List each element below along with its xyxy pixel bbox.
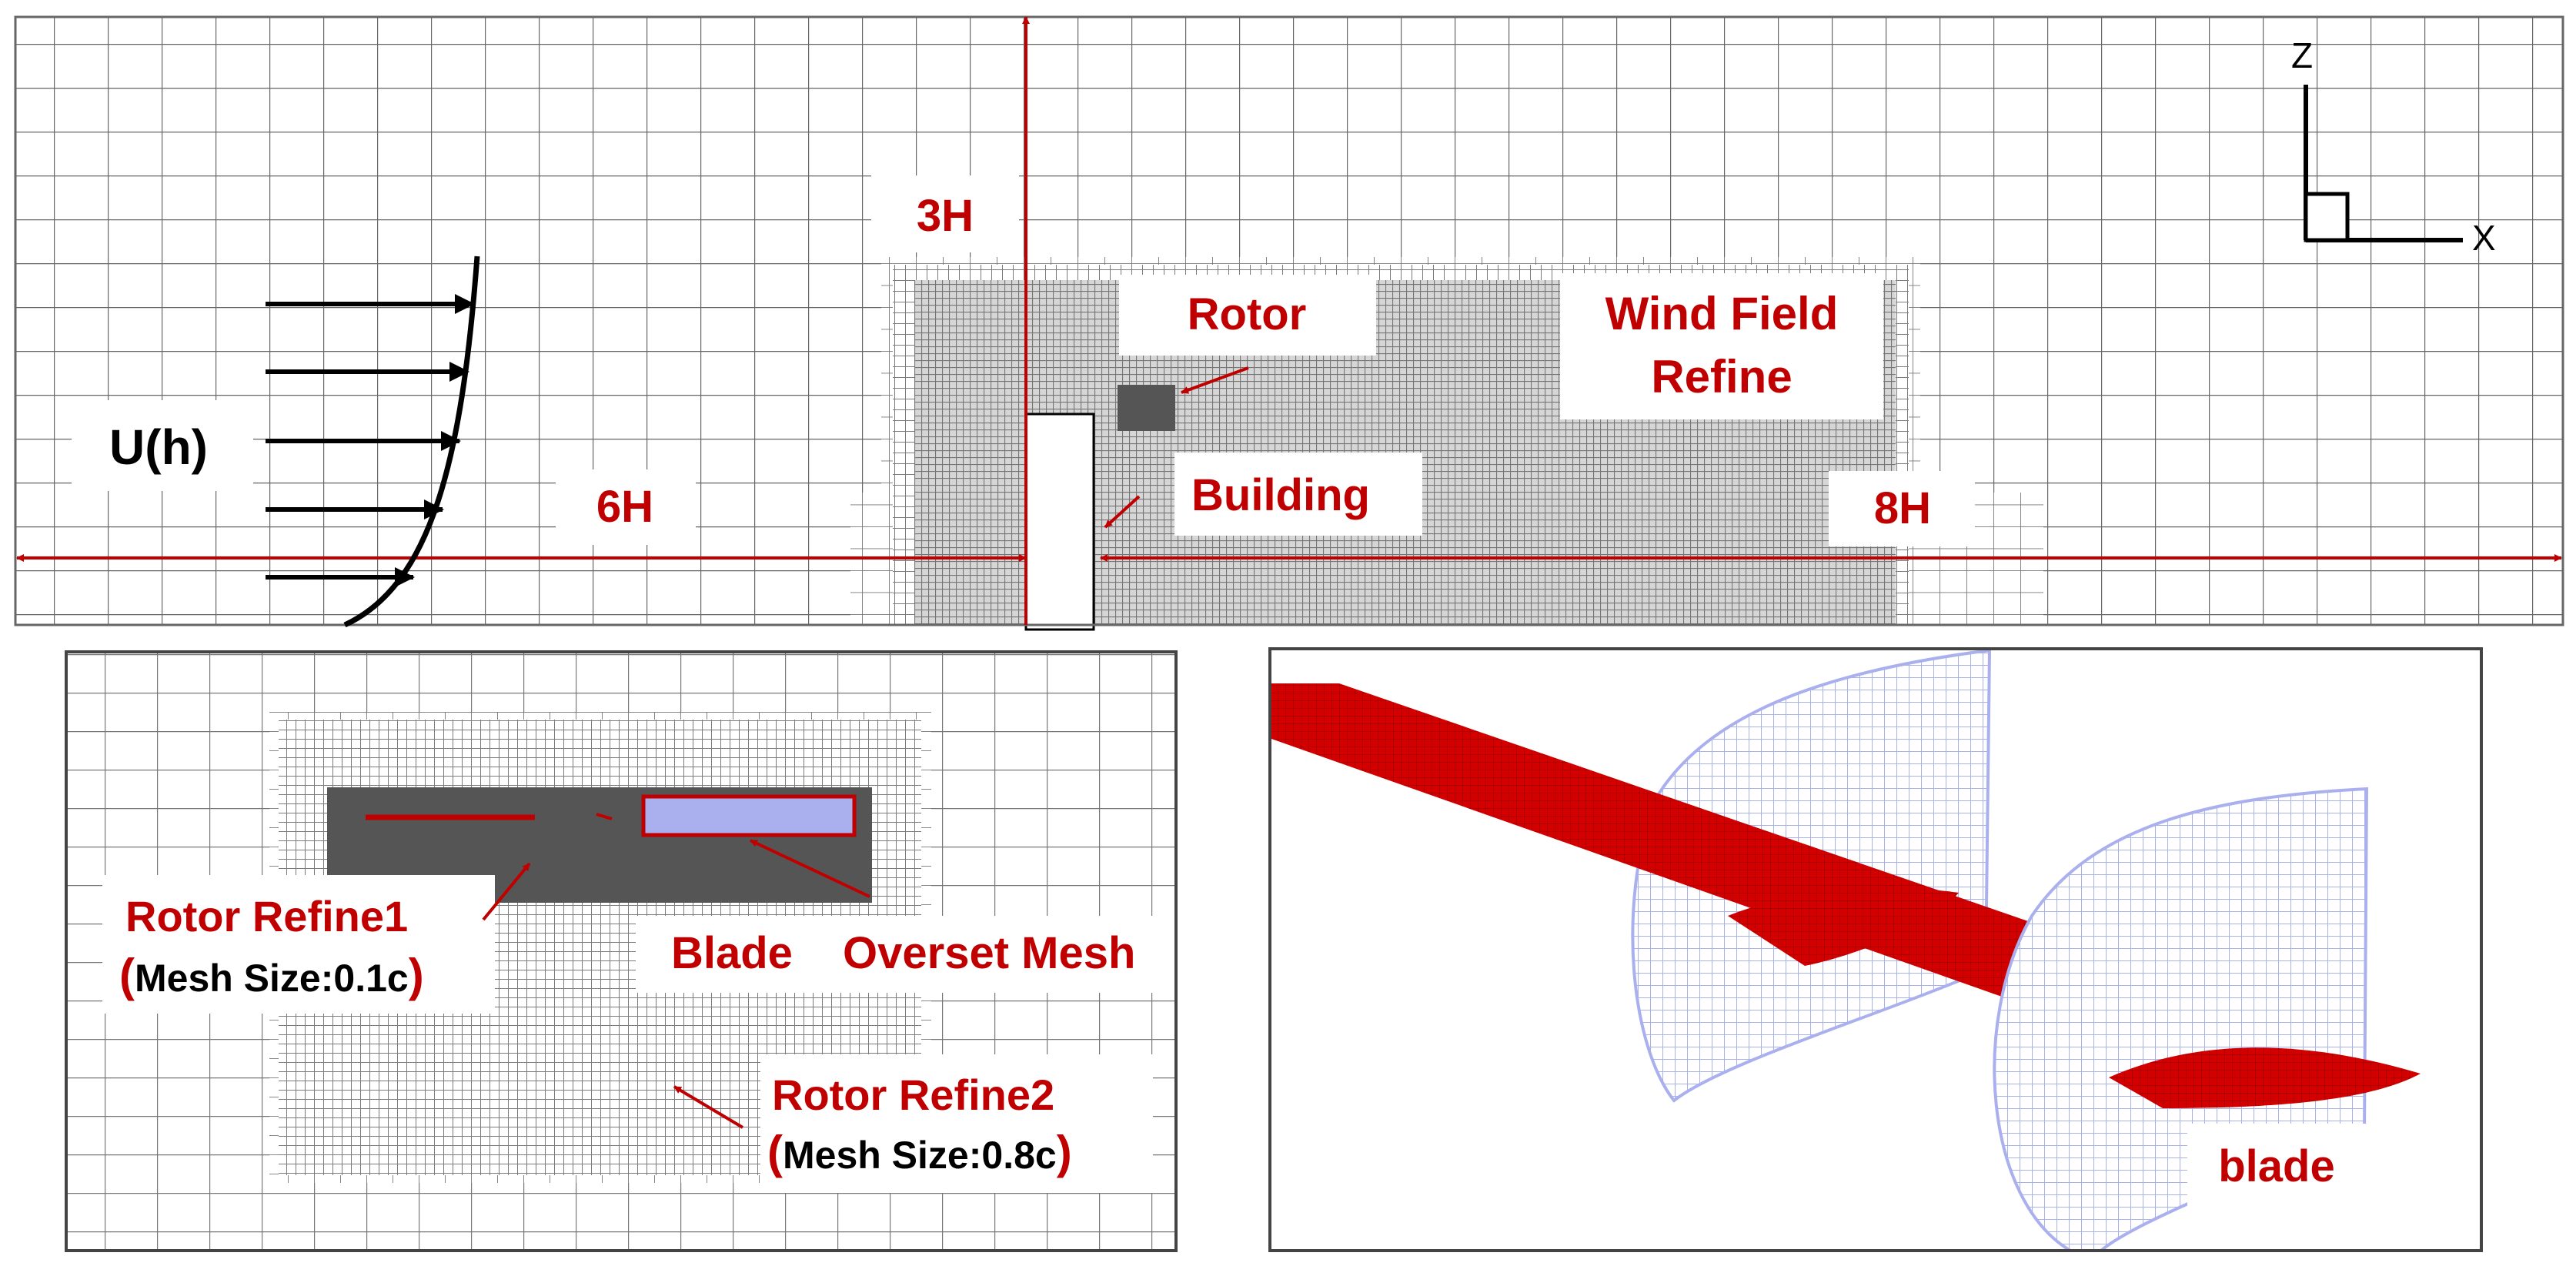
rotor-refine-box	[1118, 385, 1175, 431]
rotor-refine2-pointer	[673, 1085, 744, 1129]
inflow-label: U(h)	[109, 419, 208, 475]
blade-label: Blade	[671, 928, 793, 978]
blade-span-bar	[1271, 683, 2224, 1035]
overset-mesh-region	[641, 794, 857, 837]
wind-field-label-line2: Refine	[1651, 351, 1792, 403]
blade-section-2	[2109, 1047, 2421, 1108]
overset-pointer	[750, 839, 870, 898]
rotor-refine2-label: Rotor Refine2	[772, 1071, 1054, 1119]
blade-3d-panel: blade	[1268, 647, 2483, 1252]
rotor-refine1-label: Rotor Refine1	[125, 892, 408, 940]
dimension-label-8h: 8H	[1874, 483, 1931, 533]
building	[1024, 413, 1095, 631]
building-pointer	[1104, 495, 1141, 529]
wind-field-label-line1: Wind Field	[1605, 288, 1839, 339]
dimension-label-6h: 6H	[596, 482, 653, 532]
coordinate-axes: Z X	[2291, 35, 2496, 258]
building-label: Building	[1191, 470, 1370, 520]
rotor-refine2-mesh-size: (Mesh Size:0.8c)	[767, 1127, 1072, 1178]
inflow-velocity-profile	[266, 256, 480, 628]
domain-panel: Z X 3H U(h) 6H 8H Rotor Wind Field Refin…	[14, 15, 2564, 631]
blade-3d-label: blade	[2218, 1141, 2335, 1191]
axis-x-label: X	[2472, 218, 2496, 258]
blade-panel-border	[1268, 647, 2483, 1252]
dimension-label-3h: 3H	[917, 191, 974, 241]
rotor-panel-border	[65, 650, 1178, 1252]
rotor-label: Rotor	[1188, 289, 1307, 339]
blade-section-1	[1728, 888, 1959, 966]
rotor-pointer	[1181, 366, 1249, 394]
overset-mesh-label: Overset Mesh	[843, 928, 1135, 978]
axis-z-label: Z	[2291, 35, 2313, 75]
rotor-refine1-pointer	[482, 862, 531, 921]
rotor-refine1-mesh-size: (Mesh Size:0.1c)	[119, 950, 424, 1001]
rotor-refine-panel: Rotor Refine1 (Mesh Size:0.1c) Blade Ove…	[65, 650, 1178, 1252]
